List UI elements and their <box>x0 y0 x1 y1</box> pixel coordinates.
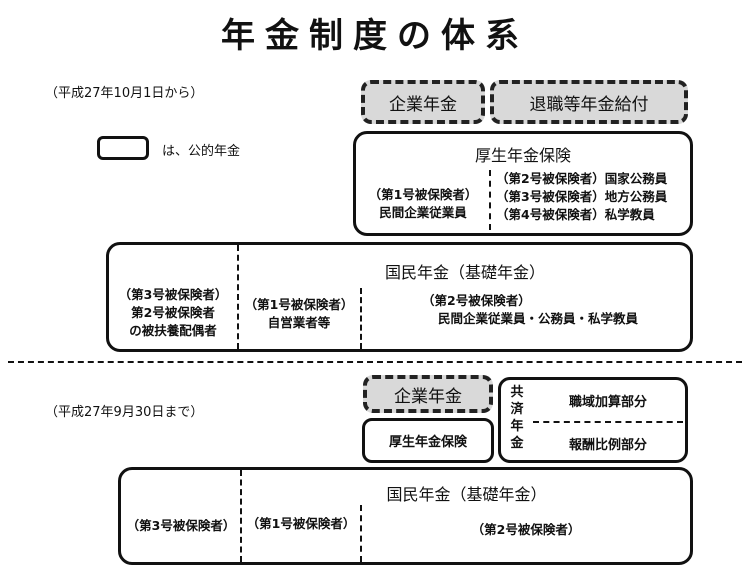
legend-text: は、公的年金 <box>162 144 241 159</box>
corporate-pension-label: 企業年金 <box>389 94 457 115</box>
kokumin-col3: （第2号被保険者） 民間企業従業員・公務員・私学教員 <box>390 292 680 328</box>
kyosai-vertical-label: 共 済 年 金 <box>509 384 525 452</box>
kokumin-divider-1 <box>237 245 239 349</box>
kosei-nenkin-title: 厚生年金保険 <box>474 146 571 165</box>
prev-corporate-pension-label: 企業年金 <box>394 386 462 407</box>
prev-kokumin-nenkin-title: 国民年金（基礎年金） <box>386 485 547 504</box>
current-date-note: （平成27年10月1日から） <box>45 86 204 101</box>
kokumin-col1-line1: （第3号被保険者） <box>118 287 228 302</box>
kosei-right-group: （第2号被保険者）国家公務員 （第3号被保険者）地方公務員 （第4号被保険者）私… <box>496 170 688 224</box>
kosei-left-line2: 民間企業従業員 <box>379 205 467 220</box>
kokumin-nenkin-title: 国民年金（基礎年金） <box>384 263 545 282</box>
kokumin-nenkin-box <box>106 242 693 352</box>
prev-kosei-nenkin-label: 厚生年金保険 <box>388 435 467 450</box>
retirement-benefit-box: 退職等年金給付 <box>490 80 688 124</box>
kosei-right-line2: （第3号被保険者）地方公務員 <box>496 189 668 204</box>
prev-kokumin-divider-1 <box>240 470 242 562</box>
kosei-divider <box>489 170 491 230</box>
kokumin-col1-line2: 第2号被保険者 <box>131 305 215 320</box>
previous-date-note: （平成27年9月30日まで） <box>45 405 204 420</box>
kokumin-col3-line2: 民間企業従業員・公務員・私学教員 <box>438 311 639 326</box>
kosei-left-group: （第1号被保険者） 民間企業従業員 <box>360 186 486 222</box>
prev-kokumin-col1: （第3号被保険者） <box>126 518 236 533</box>
kyosai-char-4: 金 <box>510 436 524 451</box>
retirement-benefit-label: 退職等年金給付 <box>529 94 649 115</box>
kyosai-top-label: 職域加算部分 <box>568 395 647 410</box>
kyosai-char-3: 年 <box>510 419 524 434</box>
kyosai-char-1: 共 <box>510 385 524 400</box>
prev-kokumin-divider-2 <box>360 505 362 562</box>
kokumin-col3-line1: （第2号被保険者） <box>422 293 531 308</box>
kosei-right-line3: （第4号被保険者）私学教員 <box>496 207 655 222</box>
prev-kosei-nenkin-box: 厚生年金保険 <box>362 418 494 463</box>
kokumin-col2: （第1号被保険者） 自営業者等 <box>240 296 358 332</box>
kyosai-nenkin-box <box>498 377 688 463</box>
kokumin-col2-line1: （第1号被保険者） <box>244 297 354 312</box>
prev-kokumin-col2: （第1号被保険者） <box>246 516 356 531</box>
prev-kokumin-col3: （第2号被保険者） <box>471 522 581 537</box>
kokumin-col2-line2: 自営業者等 <box>267 315 331 330</box>
kyosai-divider <box>533 421 683 423</box>
kosei-left-line1: （第1号被保険者） <box>368 187 478 202</box>
kyosai-char-2: 済 <box>510 402 524 417</box>
kokumin-col1: （第3号被保険者） 第2号被保険者 の被扶養配偶者 <box>111 286 235 340</box>
corporate-pension-box: 企業年金 <box>361 80 485 124</box>
era-separator <box>8 361 742 363</box>
prev-corporate-pension-box: 企業年金 <box>363 375 493 413</box>
kyosai-bottom-label: 報酬比例部分 <box>568 438 647 453</box>
kosei-nenkin-box <box>353 131 693 236</box>
legend-public-pension-box <box>97 136 149 160</box>
kosei-right-line1: （第2号被保険者）国家公務員 <box>496 171 668 186</box>
page-title: 年金制度の体系 <box>221 16 529 56</box>
kokumin-divider-2 <box>360 288 362 349</box>
kokumin-col1-line3: の被扶養配偶者 <box>129 323 217 338</box>
prev-kokumin-nenkin-box <box>118 467 693 565</box>
